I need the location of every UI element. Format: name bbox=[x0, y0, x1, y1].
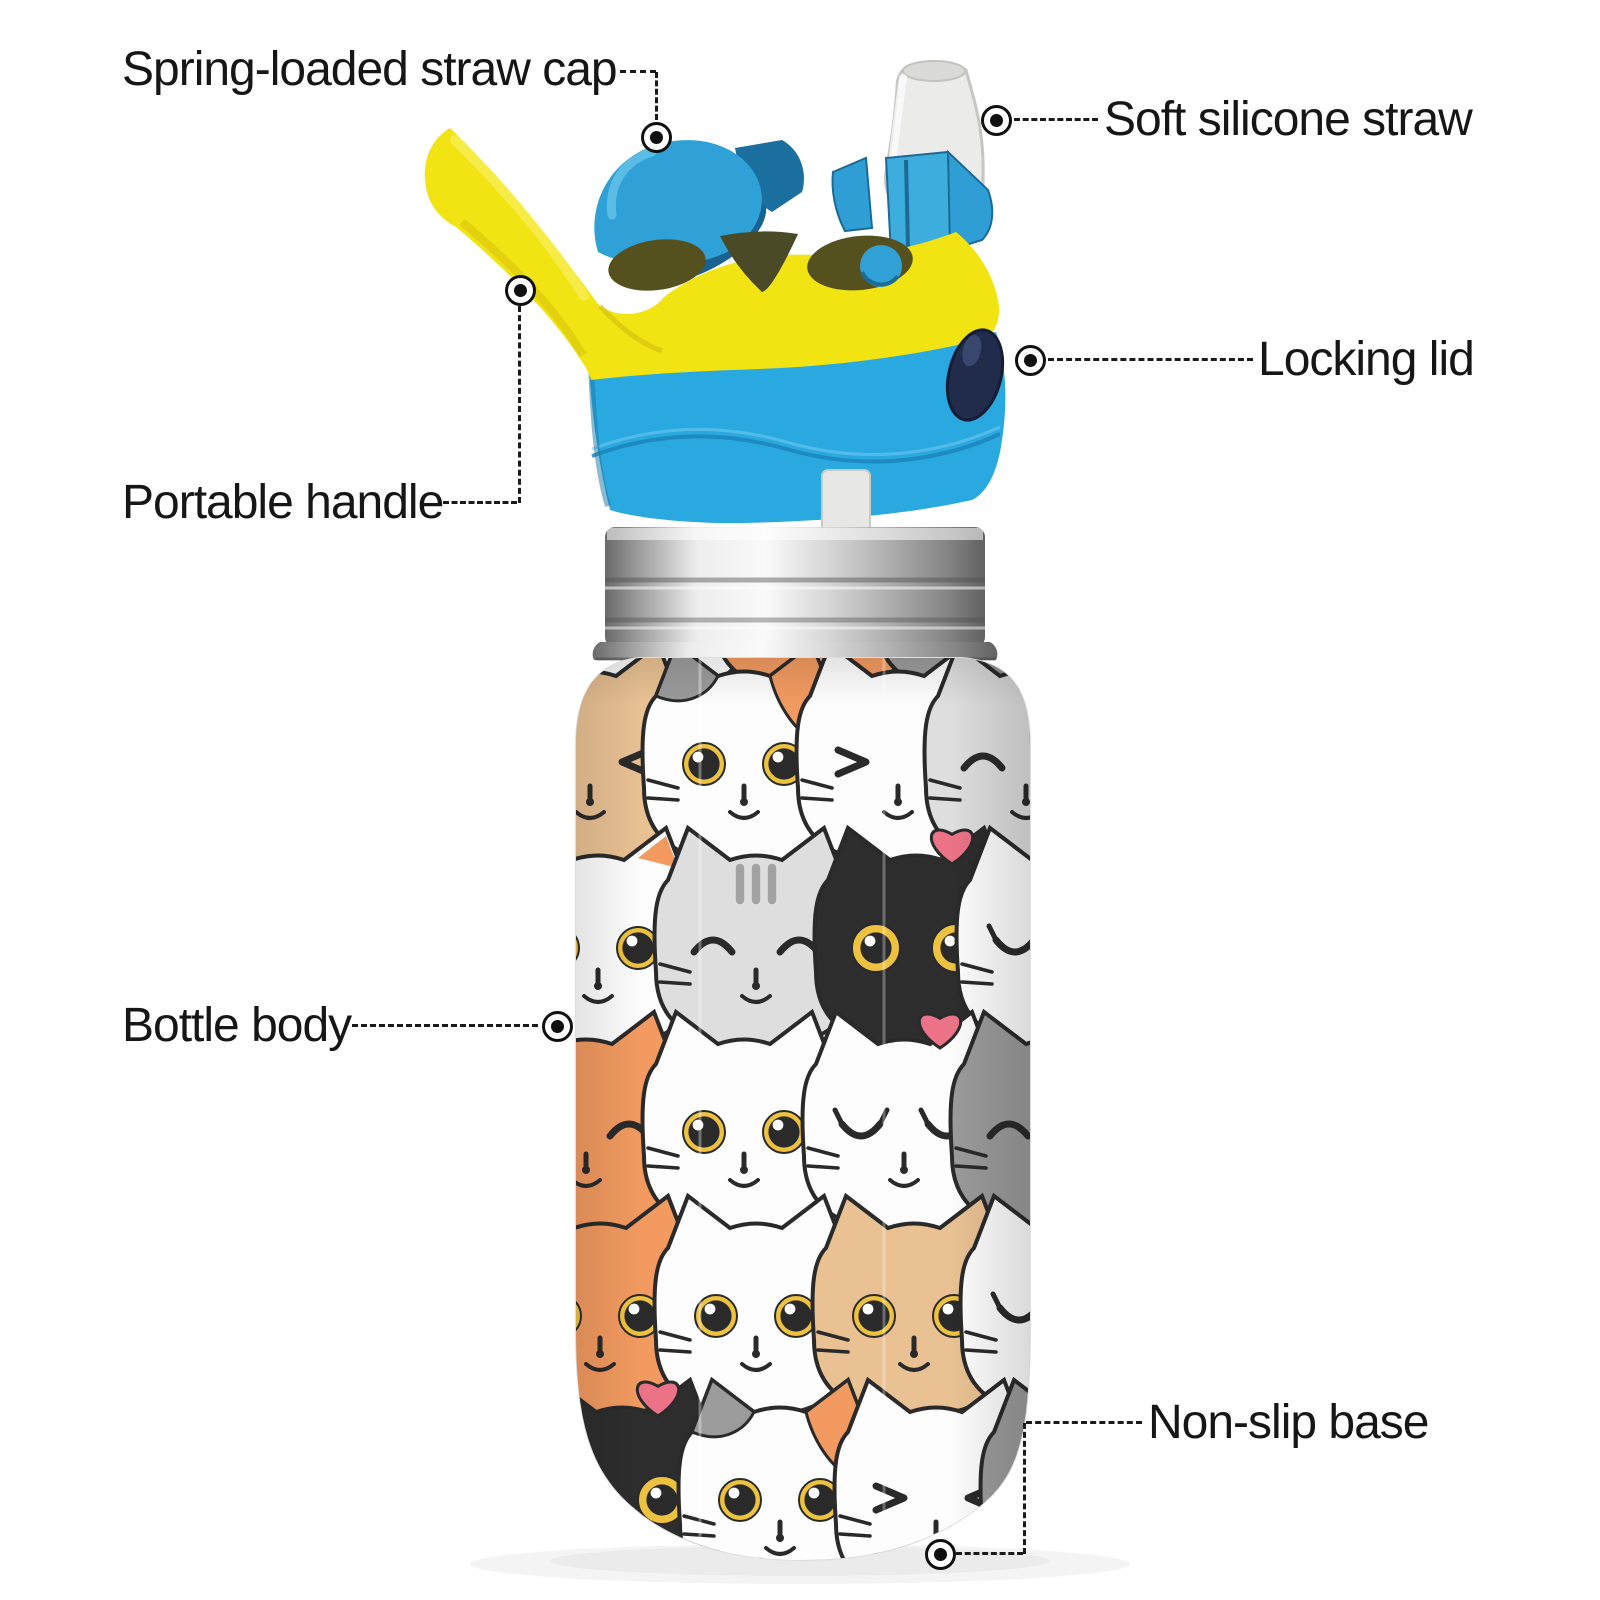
body-shading bbox=[576, 658, 1030, 1560]
label-straw-cap: Spring-loaded straw cap bbox=[122, 43, 618, 96]
leader-line bbox=[1026, 1421, 1142, 1424]
leader-line bbox=[518, 306, 521, 503]
callout-marker-icon bbox=[542, 1011, 573, 1042]
callout-marker-icon bbox=[981, 105, 1012, 136]
handle-cutout-left bbox=[608, 239, 706, 291]
steel-neck bbox=[592, 527, 998, 661]
bottle-body bbox=[575, 657, 1031, 1562]
label-bottle-body: Bottle body bbox=[122, 999, 352, 1052]
cap-hinge-knob bbox=[860, 245, 902, 287]
callout-marker-icon bbox=[925, 1539, 956, 1570]
leader-line bbox=[956, 1552, 1023, 1555]
portable-handle-assembly bbox=[424, 128, 1000, 380]
leader-line bbox=[620, 70, 656, 73]
inner-straw-tube bbox=[821, 469, 871, 535]
leader-line bbox=[1023, 1423, 1026, 1554]
leader-line bbox=[655, 72, 658, 120]
leader-line bbox=[352, 1024, 538, 1027]
locking-button bbox=[945, 328, 1005, 422]
handle-cutout-triangle bbox=[720, 231, 798, 292]
label-non-slip-base: Non-slip base bbox=[1148, 1396, 1429, 1449]
callout-marker-icon bbox=[1015, 345, 1046, 376]
label-silicone-straw: Soft silicone straw bbox=[1104, 93, 1473, 146]
label-portable-handle: Portable handle bbox=[122, 476, 444, 529]
leader-line bbox=[1014, 118, 1098, 121]
callout-marker-icon bbox=[641, 122, 672, 153]
leader-line bbox=[1048, 358, 1253, 361]
label-locking-lid: Locking lid bbox=[1258, 333, 1475, 386]
callout-marker-icon bbox=[505, 275, 536, 306]
leader-line bbox=[443, 501, 517, 504]
